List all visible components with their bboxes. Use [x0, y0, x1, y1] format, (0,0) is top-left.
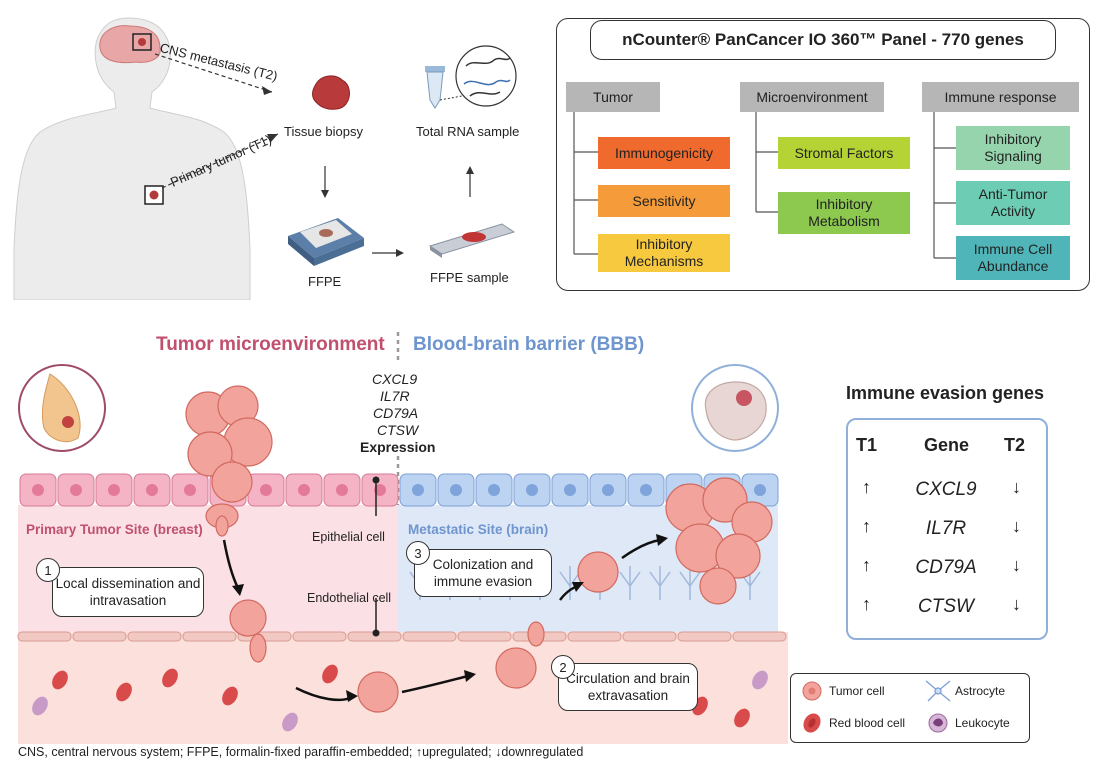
- rna-tube-icon: [425, 45, 517, 109]
- row-4-t2: ↓: [1012, 594, 1021, 614]
- leukocyte: [282, 712, 298, 732]
- row-2-t1: ↑: [862, 516, 871, 536]
- total-rna-label: Total RNA sample: [416, 124, 520, 139]
- tme-title: Tumor microenvironment: [156, 334, 385, 355]
- endothelial-cell: [622, 631, 677, 642]
- gene-label-cd79a: CD79A: [373, 405, 419, 421]
- endothelial-cell: [292, 631, 347, 642]
- endothelial-cell: [732, 631, 787, 642]
- step-2-number: 2: [551, 655, 575, 679]
- workflow-illustration: [13, 17, 517, 300]
- item-stromal-factors: Stromal Factors: [778, 137, 910, 169]
- row-2-t2: ↓: [1012, 516, 1021, 536]
- metastatic-site-label: Metastatic Site (brain): [408, 522, 549, 537]
- row-1-gene: CXCL9: [915, 479, 977, 500]
- item-anti-tumor-activity: Anti-Tumor Activity: [956, 181, 1070, 225]
- brain-icon: [99, 25, 161, 64]
- tissue-biopsy-icon: [312, 75, 350, 110]
- immune-evasion-table: [846, 418, 1048, 640]
- endothelial-cell: [72, 631, 127, 642]
- header-gene: Gene: [924, 435, 970, 455]
- item-inhibitory-metabolism: Inhibitory Metabolism: [778, 192, 910, 234]
- red-blood-cell: [162, 668, 178, 688]
- item-sensitivity: Sensitivity: [598, 185, 730, 217]
- endothelial-cell: [402, 631, 457, 642]
- red-blood-cell: [52, 670, 68, 690]
- ffpe-slide-icon: [428, 223, 516, 258]
- astrocyte-icon: [925, 680, 951, 702]
- ffpe-block-icon: [288, 218, 364, 266]
- endothelial-cell-label: Endothelial cell: [307, 591, 392, 605]
- red-blood-cell: [222, 686, 238, 706]
- category-tumor: Tumor: [566, 82, 660, 112]
- endothelial-cell: [127, 631, 182, 642]
- item-immunogenicity: Immunogenicity: [598, 137, 730, 169]
- human-silhouette: [13, 17, 251, 300]
- endothelial-cell: [567, 631, 622, 642]
- step-2-box: Circulation and brain extravasation: [558, 663, 698, 711]
- panel-box: [556, 18, 1090, 291]
- metastatic-tumor-mass: [665, 477, 773, 605]
- leukocyte: [752, 670, 768, 690]
- footnote: CNS, central nervous system; FFPE, forma…: [18, 745, 584, 759]
- row-3-t1: ↑: [862, 555, 871, 575]
- legend-astrocyte: Astrocyte: [955, 684, 1006, 698]
- legend-box: [790, 673, 1030, 743]
- item-inhibitory-mechanisms: Inhibitory Mechanisms: [598, 234, 730, 272]
- endothelial-cell: [457, 631, 512, 642]
- expression-label: Expression: [360, 439, 436, 455]
- item-inhibitory-signaling: Inhibitory Signaling: [956, 126, 1070, 170]
- red-blood-cell: [734, 708, 750, 728]
- endothelial-cell: [17, 631, 72, 642]
- row-4-t1: ↑: [862, 594, 871, 614]
- header-t2: T2: [1004, 435, 1026, 455]
- primary-site-label: Primary Tumor Site (breast): [26, 522, 203, 537]
- category-microenvironment: Microenvironment: [740, 82, 884, 112]
- ffpe-label: FFPE: [308, 274, 342, 289]
- tissue-biopsy-label: Tissue biopsy: [284, 124, 363, 139]
- ffpe-sample-label: FFPE sample: [430, 270, 509, 285]
- step-3-number: 3: [406, 541, 430, 565]
- legend-tumor-cell: Tumor cell: [829, 684, 885, 698]
- legend-icons: [802, 680, 951, 733]
- step-1-number: 1: [36, 558, 60, 582]
- row-4-gene: CTSW: [918, 596, 974, 617]
- brain-lesion-box: [132, 33, 152, 51]
- endothelial-cell: [677, 631, 732, 642]
- header-t1: T1: [856, 435, 878, 455]
- row-3-t2: ↓: [1012, 555, 1021, 575]
- row-1-t2: ↓: [1012, 477, 1021, 497]
- red-blood-cell: [322, 664, 338, 684]
- step-1-box: Local dissemination and intravasation: [52, 567, 204, 617]
- epithelial-cell-label: Epithelial cell: [312, 530, 385, 544]
- leukocyte: [32, 696, 48, 716]
- row-3-gene: CD79A: [915, 557, 977, 578]
- bbb-title: Blood-brain barrier (BBB): [413, 334, 645, 355]
- migrating-tumor-cells: [229, 551, 619, 713]
- category-immune-response: Immune response: [922, 82, 1079, 112]
- red-blood-cell: [116, 682, 132, 702]
- primary-tumor-mass: [185, 385, 273, 537]
- immune-evasion-title: Immune evasion genes: [846, 383, 1045, 403]
- panel-title: nCounter® PanCancer IO 360™ Panel - 770 …: [590, 20, 1056, 60]
- gene-label-ctsw: CTSW: [377, 422, 419, 438]
- panel-tree-lines: [573, 112, 956, 259]
- gene-label-cxcl9: CXCL9: [372, 371, 418, 387]
- legend-rbc: Red blood cell: [829, 716, 906, 730]
- item-immune-cell-abundance: Immune Cell Abundance: [956, 236, 1070, 280]
- endothelial-cell: [182, 631, 237, 642]
- legend-leukocyte: Leukocyte: [955, 716, 1010, 730]
- row-2-gene: IL7R: [925, 518, 967, 539]
- step-3-box: Colonization and immune evasion: [414, 549, 552, 597]
- row-1-t1: ↑: [862, 477, 871, 497]
- gene-label-il7r: IL7R: [380, 388, 410, 404]
